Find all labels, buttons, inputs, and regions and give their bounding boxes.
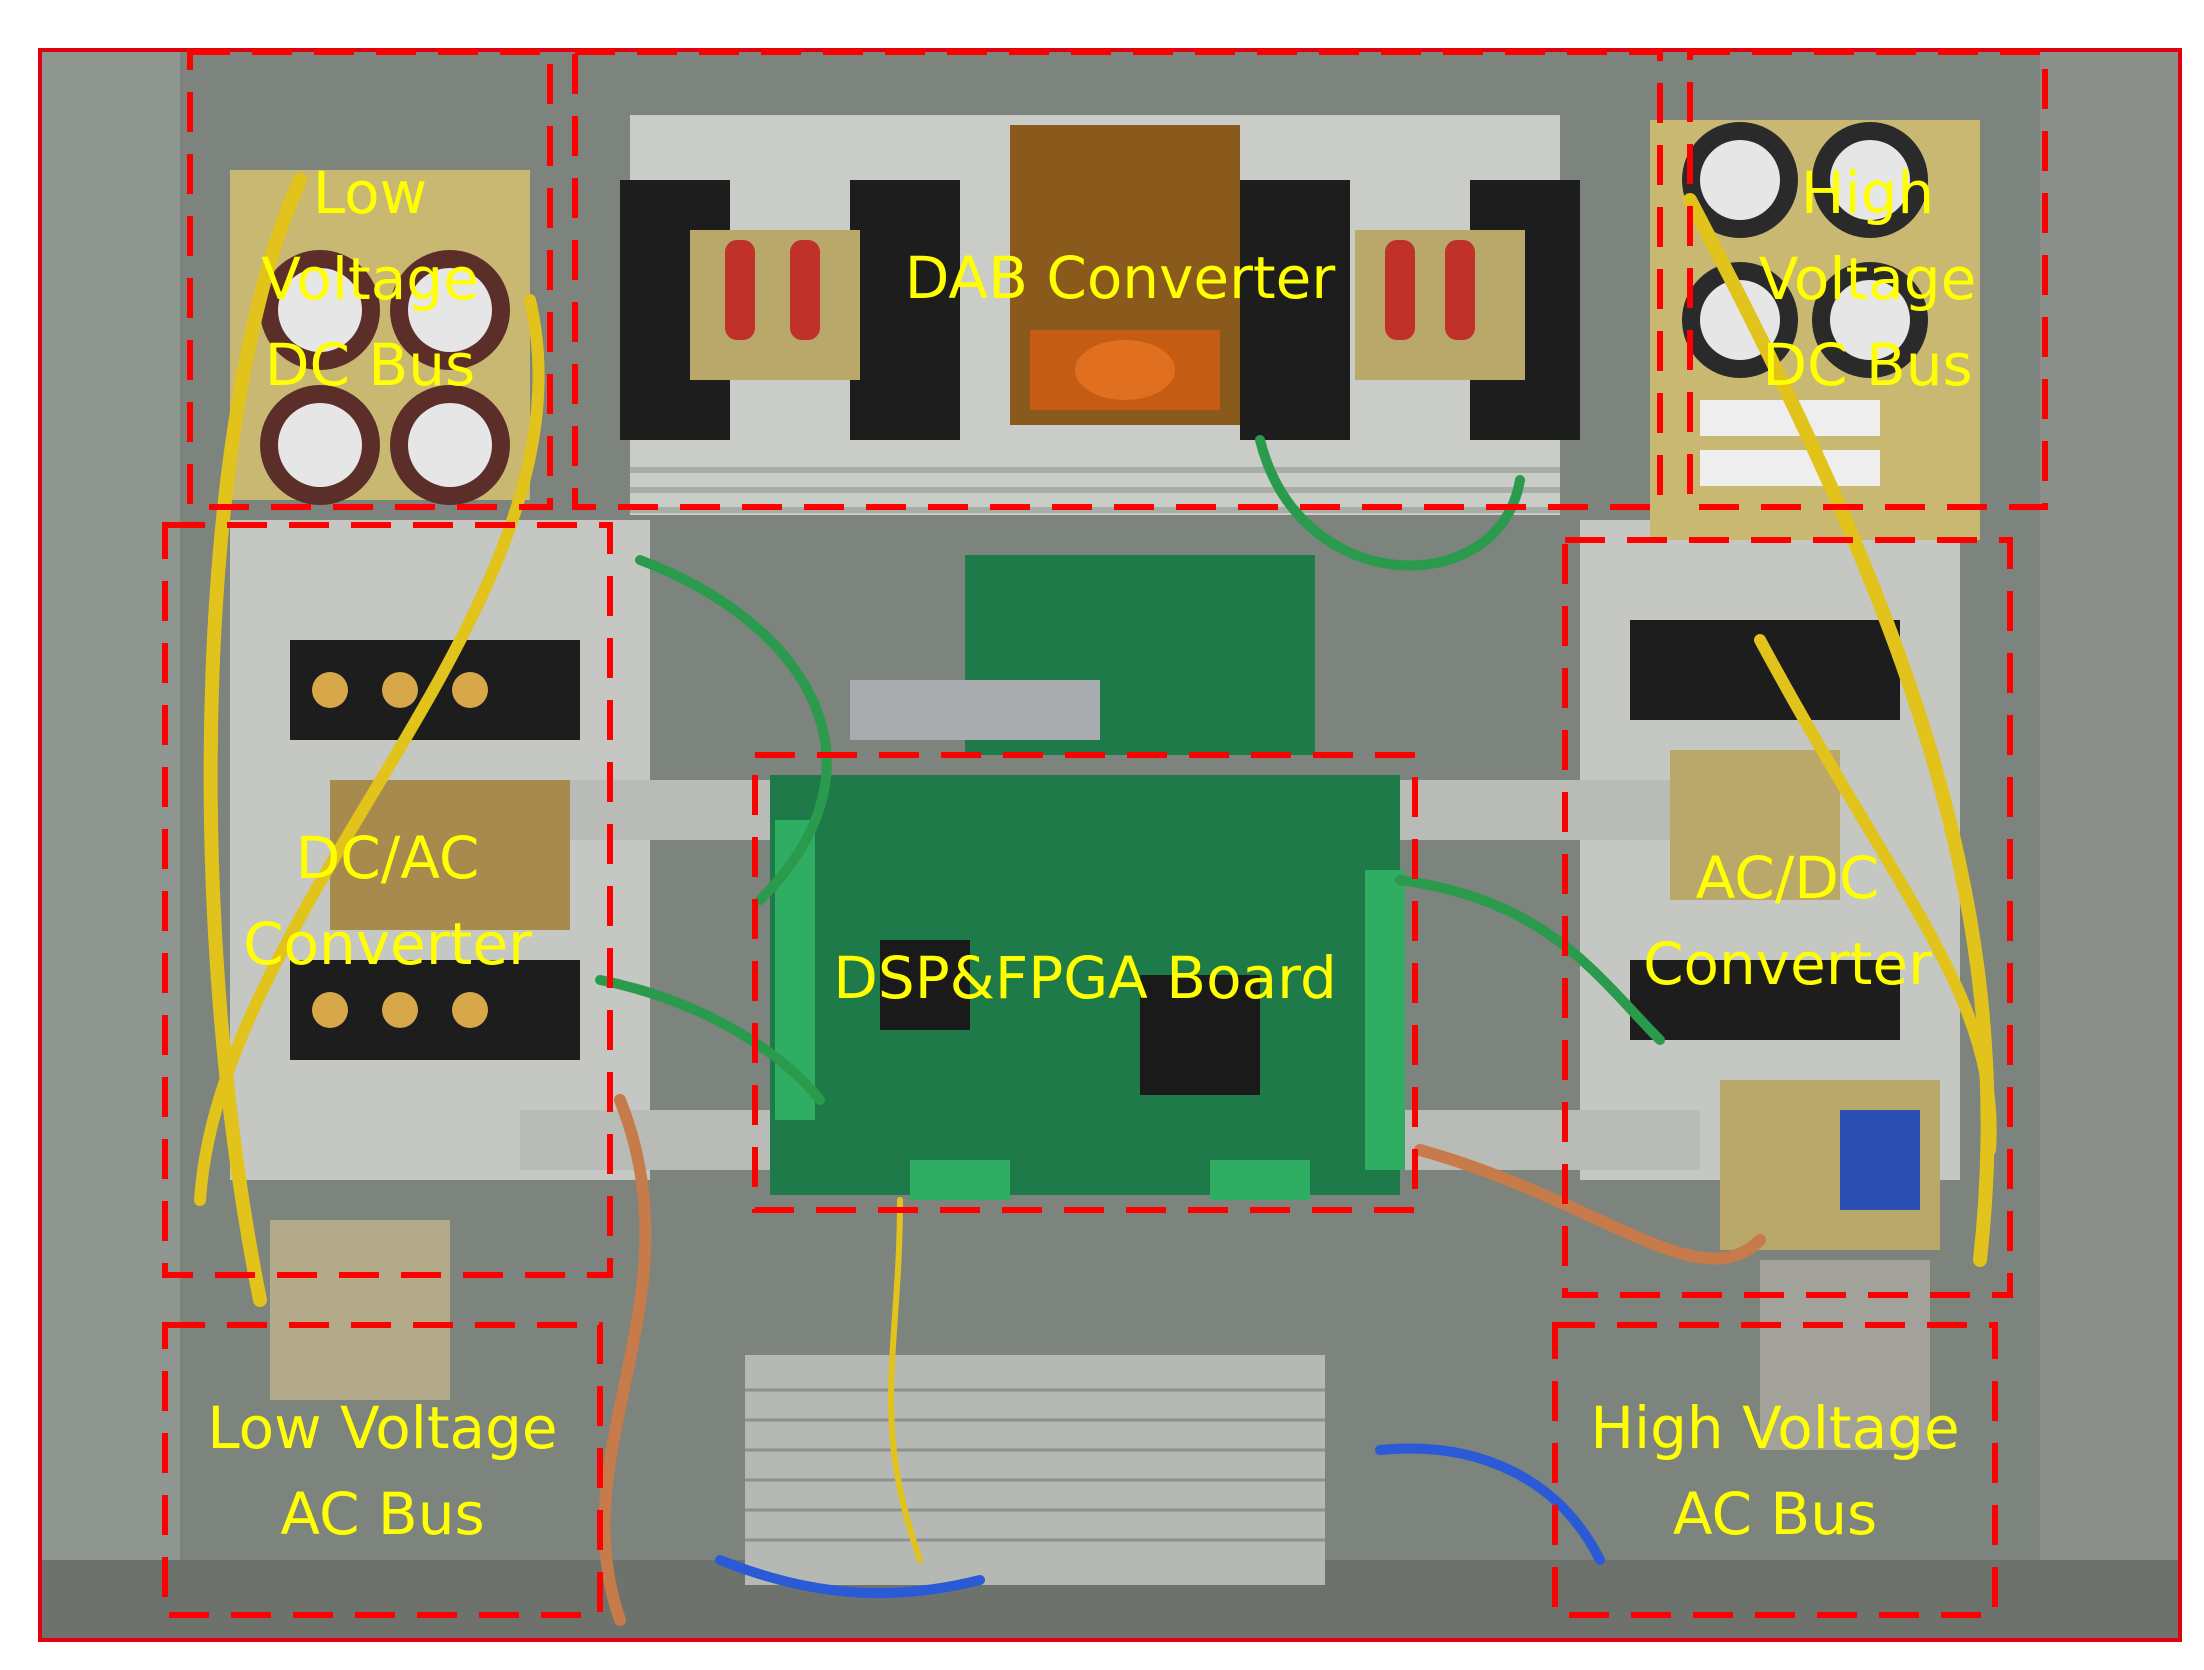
- dc-ac-terminal: [382, 672, 418, 708]
- label-ac-dc-converter: AC/DC Converter: [1643, 844, 1932, 998]
- label-low-voltage-ac-bus: Low Voltage AC Bus: [207, 1394, 558, 1548]
- enclosure-right-wall: [2040, 50, 2180, 1640]
- box-low-voltage-dc-bus: [187, 49, 553, 510]
- bottom-terminal-block: [910, 1160, 1010, 1200]
- ribbon-cable: [850, 680, 1100, 740]
- wiring: [194, 173, 1997, 1626]
- dab-transformer: [1010, 125, 1240, 425]
- high-voltage-transformer: [1760, 1260, 1930, 1450]
- enclosure-left-wall: [40, 50, 180, 1640]
- region-outlines: [162, 49, 2048, 1618]
- box-high-voltage-dc-bus: [1687, 49, 2048, 510]
- fpga-chip: [1140, 975, 1260, 1095]
- label-dab-converter: DAB Converter: [904, 244, 1336, 312]
- box-ac-dc-converter: [1562, 537, 2013, 1298]
- label-dsp-fpga-board: DSP&FPGA Board: [833, 944, 1337, 1012]
- box-dsp-fpga-board: [752, 752, 1418, 1213]
- box-dc-ac-converter: [162, 522, 613, 1278]
- dc-ac-terminal: [312, 672, 348, 708]
- label-high-voltage-ac-bus: High Voltage AC Bus: [1590, 1394, 1960, 1548]
- label-low-voltage-dc-bus: Low Voltage DC Bus: [261, 159, 479, 399]
- box-low-voltage-ac-bus: [162, 1322, 603, 1618]
- dc-ac-terminal: [382, 992, 418, 1028]
- label-high-voltage-dc-bus: High Voltage DC Bus: [1758, 159, 1977, 399]
- top-heatsink-fins: [630, 467, 1560, 513]
- dc-ac-terminal: [452, 992, 488, 1028]
- dsp-chip: [880, 940, 970, 1030]
- dc-ac-terminal: [452, 672, 488, 708]
- power-supply-unit: [745, 1355, 1325, 1585]
- hv-dc-capacitors: [1650, 120, 1980, 540]
- bottom-terminal-block: [1210, 1160, 1310, 1200]
- ac-dc-snubber-board: [1670, 750, 1840, 900]
- low-voltage-transformer: [270, 1220, 450, 1400]
- box-high-voltage-ac-bus: [1552, 1322, 1998, 1618]
- dc-ac-terminal: [312, 992, 348, 1028]
- right-terminal-block: [1365, 870, 1405, 1170]
- dab-snubber-boards: [690, 230, 1525, 380]
- ac-dc-power-modules: [1630, 620, 1900, 1040]
- power-supply-vent-grid: [745, 1388, 1325, 1542]
- box-dab-converter: [572, 49, 1663, 510]
- label-dc-ac-converter: DC/AC Converter: [243, 824, 532, 978]
- current-sensor: [1840, 1110, 1920, 1210]
- dsp-fpga-pcb: [770, 775, 1400, 1195]
